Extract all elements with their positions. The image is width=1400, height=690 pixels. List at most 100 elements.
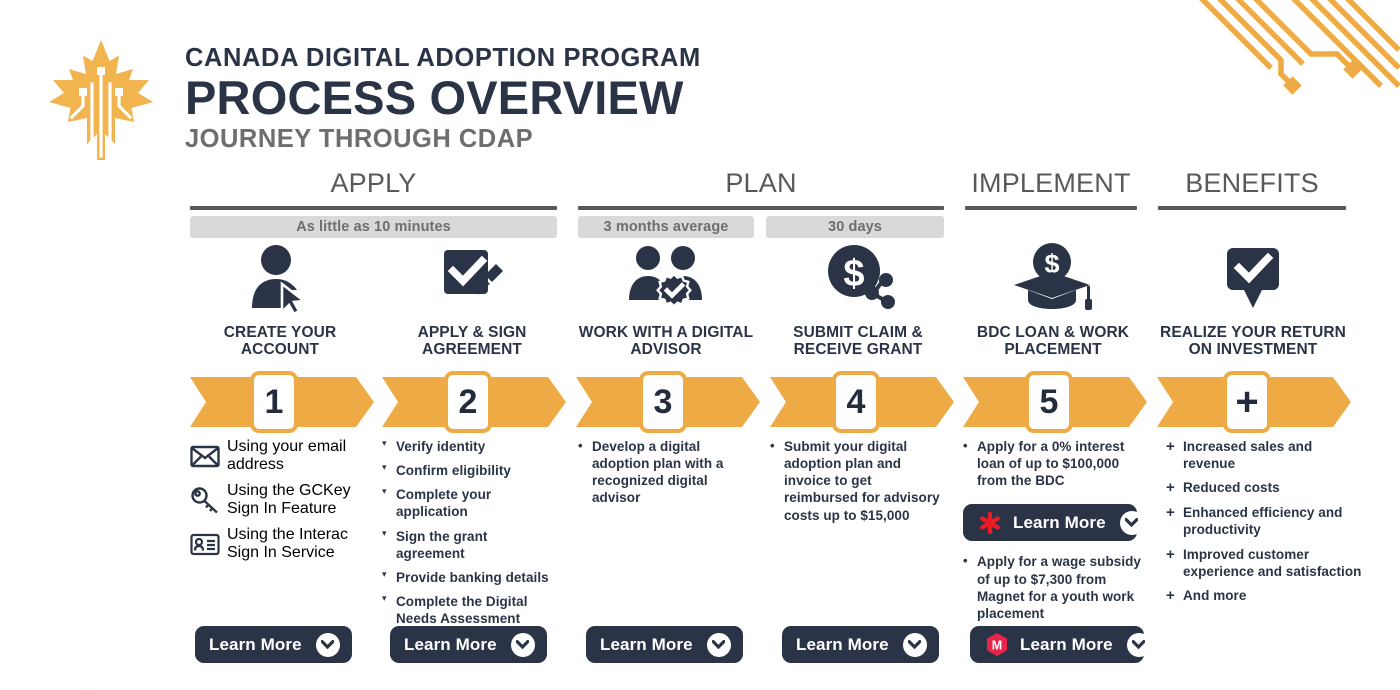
learn-more-button-step-4[interactable]: Learn More [782,626,939,663]
step-title: APPLY & SIGN AGREEMENT [417,324,527,359]
chevron-down-circle-icon [510,632,535,657]
chevron-plus: + [1157,371,1351,433]
phase-rule [578,206,944,210]
list-step-6: + Increased sales and revenue + Reduced … [1166,438,1366,612]
list-item: ▾ Confirm eligibility [382,462,557,479]
step-title: REALIZE YOUR RETURN ON INVESTMENT [1160,324,1346,359]
plus-bullet-icon: + [1166,438,1175,455]
chevron-3: 3 [576,371,760,433]
button-label: Learn More [209,634,302,654]
step-title: SUBMIT CLAIM & RECEIVE GRANT [793,324,923,359]
list-item-label: Confirm eligibility [396,463,511,479]
phase-label: PLAN [725,168,797,198]
list-item-label: Enhanced efficiency and productivity [1183,505,1343,538]
step-title: CREATE YOUR ACCOUNT [223,324,337,359]
list-item: + Increased sales and revenue [1166,438,1366,472]
step-number-4: 4 [832,371,880,433]
list-item: • Apply for a wage subsidy of up to $7,3… [963,553,1143,622]
list-item-label: And more [1183,587,1247,603]
button-label: Learn More [796,634,889,654]
page-title: PROCESS OVERVIEW [185,70,684,124]
step-number-band: 1 2 3 4 5 [0,371,1400,433]
step-number-3: 3 [639,371,687,433]
learn-more-button-step-1[interactable]: Learn More [195,626,352,663]
list-item: • Apply for a 0% interest loan of up to … [963,438,1143,489]
chevron-down-circle-icon [1126,632,1151,657]
list-item: ▾ Complete your application [382,486,557,520]
phase-implement: IMPLEMENT [965,170,1137,210]
id-card-icon [190,533,227,556]
step-number-plus: + [1223,371,1271,433]
graduation-cap-dollar-icon: $ [963,240,1143,314]
plus-bullet-icon: + [1166,545,1175,563]
list-item-label: Complete your application [396,487,492,520]
plus-bullet-icon: + [1166,479,1175,497]
list-item: Using the GCKey Sign In Feature [190,482,360,518]
step-title: WORK WITH A DIGITAL ADVISOR [578,324,754,359]
step-3-head: WORK WITH A DIGITAL ADVISOR [576,240,756,359]
learn-more-button-step-5[interactable]: M Learn More [970,626,1151,663]
step-4-head: $ SUBMIT CLAIM & RECEIVE GRANT [768,240,948,359]
step-title: BDC LOAN & WORK PLACEMENT [976,324,1130,359]
step-6-head: REALIZE YOUR RETURN ON INVESTMENT [1158,240,1348,359]
triangle-bullet-icon: ▾ [382,486,387,497]
chevron-2: 2 [382,371,566,433]
list-item-label: Using the GCKey Sign In Feature [227,482,351,517]
list-item-label: Using your email address [227,438,347,473]
button-label: Learn More [1013,512,1106,532]
speech-bubble-check-icon [1158,240,1348,314]
list-step-4: • Submit your digital adoption plan and … [770,438,942,531]
phase-rule [190,206,557,210]
header-kicker: CANADA DIGITAL ADOPTION PROGRAM [185,44,701,72]
list-step-3: • Develop a digital adoption plan with a… [578,438,750,514]
plus-bullet-icon: + [1166,586,1175,604]
phase-label: IMPLEMENT [971,168,1131,198]
svg-text:$: $ [843,253,864,295]
two-people-gear-check-icon [576,240,756,314]
phase-apply: APPLY [190,170,557,210]
step-5-head: $ BDC LOAN & WORK PLACEMENT [963,240,1143,359]
list-item: • Submit your digital adoption plan and … [770,438,942,524]
chevron-4: 4 [770,371,954,433]
key-icon [190,486,227,514]
list-item-label: Apply for a wage subsidy of up to $7,300… [977,554,1141,621]
dot-bullet-icon: • [770,438,775,453]
learn-more-button-row: Learn More Learn More Learn More [0,626,1400,666]
learn-more-button-step-2[interactable]: Learn More [390,626,547,663]
phase-label: APPLY [330,168,417,198]
plus-bullet-icon: + [1166,504,1175,522]
list-item: + And more [1166,587,1366,605]
circuit-traces-decoration [1185,0,1400,120]
triangle-bullet-icon: ▾ [382,527,387,538]
list-step-5: • Apply for a 0% interest loan of up to … [963,438,1144,629]
learn-more-button-step-3[interactable]: Learn More [586,626,743,663]
list-step-2: ▾ Verify identity ▾ Confirm eligibility … [382,438,557,634]
list-item: ▾ Provide banking details [382,569,557,586]
bdc-learn-more-button[interactable]: Learn More [963,504,1144,542]
person-with-cursor-icon [190,240,370,314]
list-item: + Enhanced efficiency and productivity [1166,504,1366,538]
list-item: ▾ Sign the grant agreement [382,528,557,562]
list-item-label: Increased sales and revenue [1183,439,1313,472]
envelope-icon [190,445,227,468]
page-edge-artifact [57,683,99,690]
phase-rule [965,206,1137,210]
phase-plan: PLAN [578,170,944,210]
list-item: Using your email address [190,438,360,474]
chevron-down-circle-icon [706,632,731,657]
chevron-5: 5 [963,371,1147,433]
list-item-label: Sign the grant agreement [396,528,488,561]
dot-bullet-icon: • [578,438,583,453]
triangle-bullet-icon: ▾ [382,568,387,579]
step-1-head: CREATE YOUR ACCOUNT [190,240,370,359]
list-item-label: Improved customer experience and satisfa… [1183,546,1362,579]
list-item-label: Provide banking details [396,569,549,585]
header-subtitle: JOURNEY THROUGH CDAP [185,125,534,154]
dollar-share-icon: $ [768,240,948,314]
step-number-1: 1 [250,371,298,433]
phase-header-row: APPLY PLAN IMPLEMENT BENEFITS [0,170,1400,240]
dot-bullet-icon: • [963,553,968,569]
list-item: ▾ Verify identity [382,438,557,455]
phase-label: BENEFITS [1185,168,1319,198]
